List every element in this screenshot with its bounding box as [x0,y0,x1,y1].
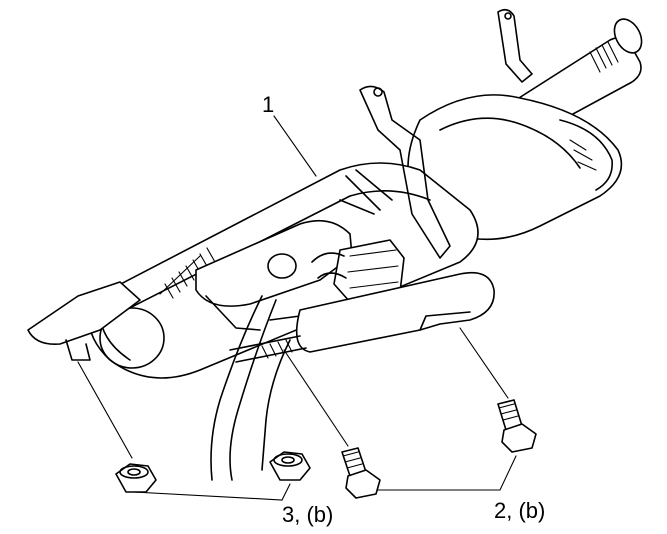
tilt-bracket [339,85,451,259]
label-part-3: 3, (b) [282,502,333,527]
bolt-left [341,447,381,499]
upper-bracket-arm [497,8,533,83]
bracket-3 [133,483,291,501]
bolt-right [497,399,537,453]
leader-3a [77,361,133,459]
nut-right [269,451,311,481]
leader-1 [273,115,317,177]
nut-left [115,463,157,493]
wire-harness [210,295,307,481]
bracket-2 [361,455,517,491]
leader-2b [459,327,509,399]
lower-mounting-plate [27,281,141,361]
coil-spring [159,247,216,299]
leader-2a [283,349,349,447]
label-part-1: 1 [262,92,274,117]
label-part-2: 2, (b) [494,498,545,523]
lower-frame-arm [295,271,495,353]
lower-bracket [195,219,353,331]
